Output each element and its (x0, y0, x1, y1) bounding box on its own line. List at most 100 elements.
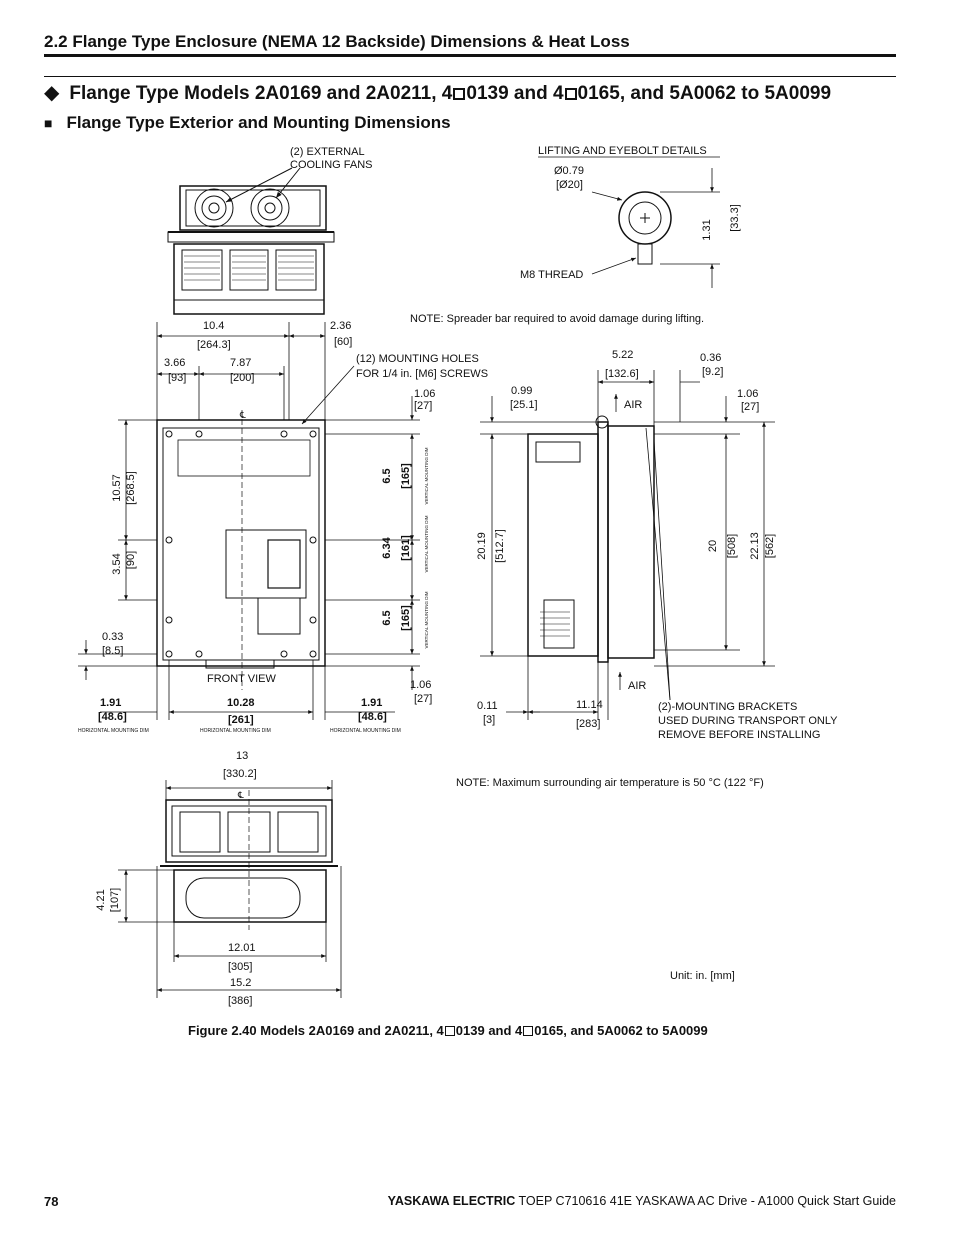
top-view (167, 167, 335, 315)
dim-7-87: 7.87 (230, 357, 251, 369)
box-placeholder-icon (523, 1026, 534, 1036)
eyebolt-dia: Ø0.79 (554, 165, 584, 177)
dim-27-side: [27] (741, 401, 759, 413)
horiz-dim-label-a: HORIZONTAL MOUNTING DIM (78, 728, 149, 734)
horiz-dim-label-c: HORIZONTAL MOUNTING DIM (330, 728, 401, 734)
dim-165-a: [165] (400, 463, 412, 489)
dim-132-6: [132.6] (605, 368, 639, 380)
dim-508: [508] (726, 534, 738, 558)
brackets-label-1: (2)-MOUNTING BRACKETS (658, 701, 797, 713)
box-placeholder-icon (453, 88, 466, 100)
dim-6-5-a: 6.5 (381, 468, 393, 483)
dim-6-34: 6.34 (381, 536, 393, 558)
dim-48-6-b: [48.6] (358, 711, 387, 723)
dim-0-33: 0.33 (102, 631, 123, 643)
dim-1-06-side: 1.06 (737, 388, 758, 400)
dim-261: [261] (228, 714, 254, 726)
eyebolt-detail (538, 156, 720, 288)
dim-305: [305] (228, 961, 252, 973)
air-bottom-label: AIR (628, 680, 646, 692)
mounting-holes-1: (12) MOUNTING HOLES (356, 353, 479, 365)
vert-dim-label-c: VERTICAL MOUNTING DIM (424, 591, 429, 648)
front-dim-lines (78, 322, 420, 720)
horiz-dim-label-b: HORIZONTAL MOUNTING DIM (200, 728, 271, 734)
diamond-bullet-icon: ◆ (44, 82, 60, 104)
front-view-label: FRONT VIEW (207, 673, 276, 685)
dim-2-36: 2.36 (330, 320, 351, 332)
page-heading: ◆Flange Type Models 2A0169 and 2A0211, 4… (44, 82, 832, 104)
fans-label-2: COOLING FANS (290, 159, 373, 171)
dim-1-91-b: 1.91 (361, 697, 382, 709)
heading-rule (44, 76, 896, 77)
eyebolt-height: 1.31 (701, 219, 713, 240)
dim-60: [60] (334, 336, 352, 348)
square-bullet-icon: ■ (44, 115, 53, 131)
dim-1-91-a: 1.91 (100, 697, 121, 709)
dim-3: [3] (483, 714, 495, 726)
eyebolt-height-mm: [33.3] (729, 204, 741, 232)
dim-10-4: 10.4 (203, 320, 224, 332)
centerline-bottom: ℄ (237, 790, 244, 800)
dim-0-36: 0.36 (700, 352, 721, 364)
dim-9-2: [9.2] (702, 366, 723, 378)
dim-25-1: [25.1] (510, 399, 538, 411)
dim-8-5: [8.5] (102, 645, 123, 657)
fans-label-1: (2) EXTERNAL (290, 146, 365, 158)
dim-1-06-bottom: 1.06 (410, 679, 431, 691)
box-placeholder-icon (444, 1026, 455, 1036)
section-header: 2.2 Flange Type Enclosure (NEMA 12 Backs… (44, 32, 630, 51)
dim-20: 20 (707, 540, 719, 552)
dim-264-3: [264.3] (197, 339, 231, 351)
dim-93: [93] (168, 372, 186, 384)
dim-283: [283] (576, 718, 600, 730)
dim-10-28: 10.28 (227, 697, 255, 709)
bottom-view (160, 790, 338, 930)
dim-6-5-b: 6.5 (381, 610, 393, 625)
dim-512-7: [512.7] (494, 529, 506, 563)
dim-15-2: 15.2 (230, 977, 251, 989)
side-view (527, 415, 671, 701)
dim-0-99: 0.99 (511, 385, 532, 397)
section-rule (44, 54, 896, 57)
dim-165-b: [165] (400, 605, 412, 631)
m8-thread-label: M8 THREAD (520, 269, 583, 281)
temp-note: NOTE: Maximum surrounding air temperatur… (456, 777, 764, 789)
dim-3-54: 3.54 (111, 553, 123, 574)
dim-22-13: 22.13 (749, 532, 761, 560)
dim-13: 13 (236, 750, 248, 762)
dim-161: [161] (400, 535, 412, 561)
dim-1-06-top: 1.06 (414, 388, 435, 400)
dim-0-11: 0.11 (477, 700, 498, 712)
dim-90: [90] (125, 551, 137, 569)
dim-10-57: 10.57 (111, 474, 123, 502)
dim-562: [562] (764, 534, 776, 558)
air-top-label: AIR (624, 399, 642, 411)
dim-386: [386] (228, 995, 252, 1007)
box-placeholder-icon (564, 88, 577, 100)
dim-11-14: 11.14 (576, 699, 603, 711)
spreader-note: NOTE: Spreader bar required to avoid dam… (410, 313, 704, 325)
dim-3-66: 3.66 (164, 357, 185, 369)
bottom-dim-lines (118, 780, 342, 998)
dim-27-bottom: [27] (414, 693, 432, 705)
side-dim-lines (480, 370, 775, 720)
lifting-label: LIFTING AND EYEBOLT DETAILS (538, 145, 707, 157)
dim-20-19: 20.19 (476, 532, 488, 560)
dim-27-top: [27] (414, 400, 432, 412)
eyebolt-dia-mm: [Ø20] (556, 179, 583, 191)
front-view (156, 410, 326, 690)
mounting-holes-2: FOR 1/4 in. [M6] SCREWS (356, 368, 488, 380)
dim-200: [200] (230, 372, 254, 384)
dim-4-21: 4.21 (95, 889, 107, 910)
dim-12-01: 12.01 (228, 942, 256, 954)
footer-doc-title: YASKAWA ELECTRIC TOEP C710616 41E YASKAW… (387, 1194, 896, 1208)
dim-268-5: [268.5] (125, 471, 137, 505)
dim-107: [107] (109, 888, 121, 912)
vert-dim-label-a: VERTICAL MOUNTING DIM (424, 447, 429, 504)
page-number: 78 (44, 1194, 59, 1209)
dim-5-22: 5.22 (612, 349, 633, 361)
brackets-label-2: USED DURING TRANSPORT ONLY (658, 715, 838, 727)
unit-label: Unit: in. [mm] (670, 970, 735, 982)
